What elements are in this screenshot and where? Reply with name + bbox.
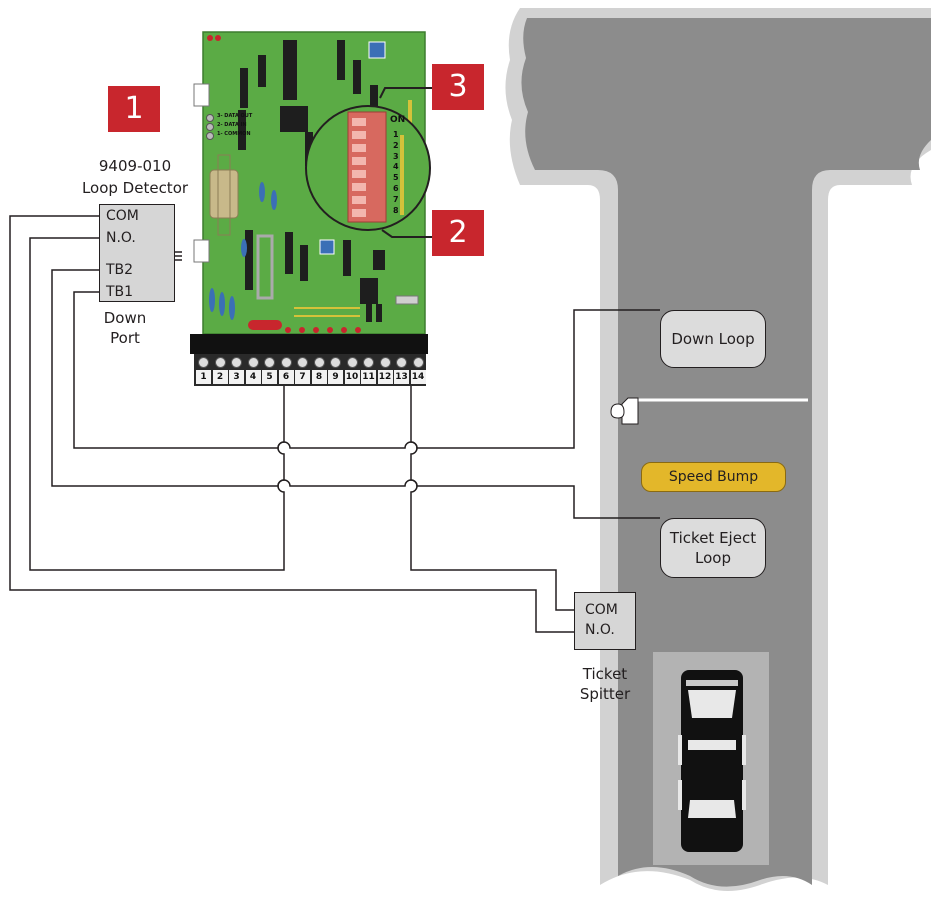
detector-terminal-no: N.O. [106,230,136,246]
terminal-number: 3 [229,370,244,384]
terminal-screw [198,357,209,368]
terminal-screw [330,357,341,368]
down-port-line1: Down [103,309,147,327]
callout-badge-3: 3 [432,64,484,110]
terminal-screw [363,357,374,368]
car-icon [678,670,746,852]
down-loop: Down Loop [660,310,766,368]
dip-number: 1 [393,130,399,139]
terminal-screw [412,357,424,368]
dip-number: 8 [393,205,399,215]
dip-number: 5 [393,173,399,183]
loop-detector-model: 9409-010 [98,157,172,175]
terminal-screw [264,357,275,368]
connector-label-common: 1- COMMON [217,131,251,137]
terminal-screw [346,357,358,368]
terminal-number: 4 [245,370,261,384]
terminal-screw [297,357,308,368]
terminal-number: 9 [328,370,343,384]
ticket-spitter-line2: Spitter [579,685,631,703]
terminal-screw [214,357,226,368]
terminal-number: 10 [344,370,360,384]
road-surface [521,18,931,887]
ticket-eject-loop: Ticket Eject Loop [660,518,766,578]
terminal-number: 1 [196,370,211,384]
connector-label-data-in: 2- DATA IN [217,122,247,128]
dip-number: 2 [393,140,399,150]
terminal-screw [379,357,391,368]
terminal-strip-header [190,334,428,354]
down-port-line2: Port [110,329,140,347]
connector-label-data-out: 3- DATA OUT [217,113,253,119]
terminal-number: 2 [212,370,228,384]
dip-number: 6 [393,184,399,193]
gate-sensor-icon [610,403,625,419]
dip-number: 4 [393,162,399,172]
detector-terminal-com: COM [106,208,139,224]
spitter-terminal-no: N.O. [585,622,615,638]
callout-badge-2: 2 [432,210,484,256]
gate-housing [621,397,639,425]
detector-terminal-tb1: TB1 [106,284,134,300]
terminal-screw [280,357,292,368]
dip-on-label: ON [390,115,406,125]
callout-badge-1: 1 [108,86,160,132]
terminal-number: 8 [311,370,327,384]
loop-detector-box: COM N.O. TB2 TB1 [99,204,175,302]
terminal-number: 13 [394,370,409,384]
terminal-number: 7 [295,370,310,384]
dip-number: 7 [393,194,399,204]
terminal-screw [396,357,407,368]
terminal-number: 14 [410,370,426,384]
detector-terminal-tb2: TB2 [106,262,134,278]
loop-detector-name: Loop Detector [81,179,189,197]
spitter-terminal-com: COM [585,602,618,618]
terminal-number: 11 [361,370,376,384]
speed-bump: Speed Bump [641,462,786,492]
terminal-screw [247,357,259,368]
terminal-screw [313,357,325,368]
ticket-eject-line1: Ticket Eject [669,529,757,547]
dip-number: 3 [393,151,399,161]
terminal-number: 5 [262,370,277,384]
ticket-eject-line2: Loop [695,549,731,567]
terminal-number: 12 [377,370,393,384]
terminal-screw [231,357,242,368]
ticket-spitter-box: COM N.O. [574,592,636,650]
terminal-number: 6 [278,370,294,384]
ticket-spitter-line1: Ticket [582,665,628,683]
